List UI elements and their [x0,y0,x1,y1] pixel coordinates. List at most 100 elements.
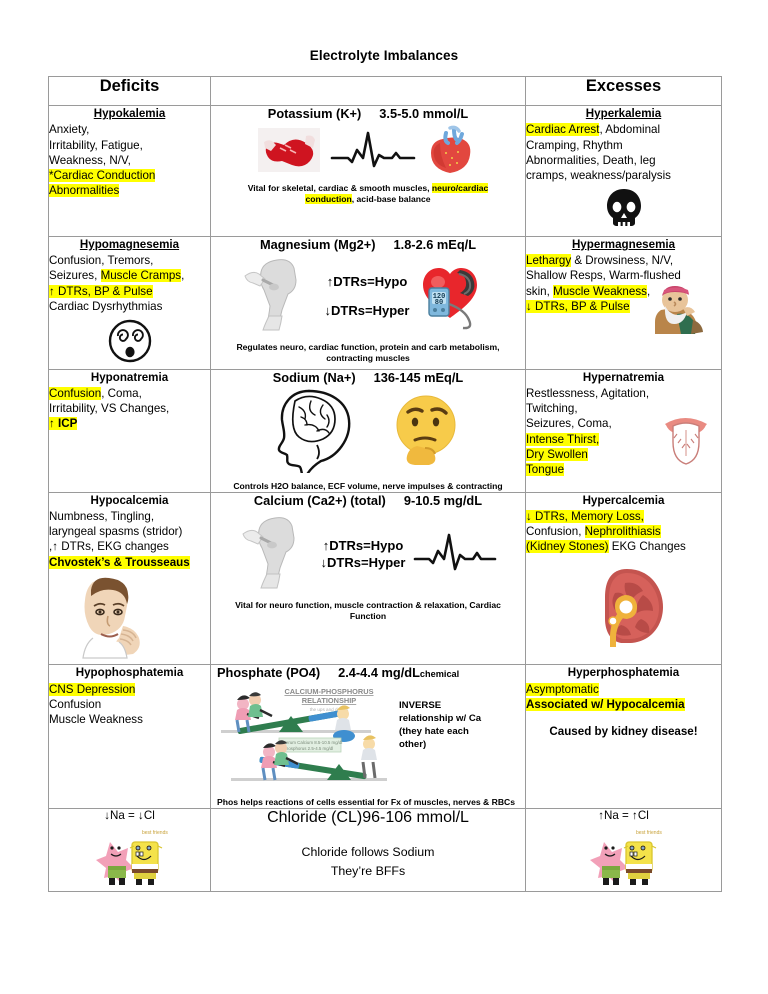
symptom-line: Seizures, Coma, [526,417,612,431]
symptom-line: cramps, weakness/paralysis [526,169,671,183]
symptom-line: Twitching, [526,402,578,416]
condition-name-hyponatremia: Hyponatremia [90,370,169,384]
element-title-magnesium: Magnesium (Mg2+) 1.8-2.6 mEq/L [211,237,525,252]
symptom-list-hypophosphatemia: CNS Depression Confusion Muscle Weakness [49,682,210,728]
symptom-highlighted: Lethargy [526,254,572,268]
sleepy-dwarf-wrap [526,280,721,340]
spongebob-patrick-wrap-left: best friends [49,826,210,891]
condition-name-hypercalcemia: Hypercalcemia [582,493,665,507]
symptom-line: EKG Changes [608,540,686,554]
sodium-footnote: Controls H2O balance, ECF volume, nerve … [233,480,503,491]
symptom-highlighted: Dry Swollen [526,448,588,462]
symptom-list-hypomagnesemia: Confusion, Tremors, Seizures, Muscle Cra… [49,253,210,314]
symptom-line: Irritability, VS Changes, [49,402,170,416]
element-range: 1.8-2.6 mEq/L [393,236,477,252]
element-name: Phosphate (PO4) [217,665,321,681]
svg-text:RELATIONSHIP: RELATIONSHIP [302,696,357,705]
symptom-highlighted: ↑ ICP [49,417,78,431]
element-name: Magnesium (Mg2+) [259,236,376,252]
brain-head-icon [271,387,367,481]
heart-anatomy-icon [426,125,478,180]
svg-text:the ups and downs: the ups and downs [310,707,349,712]
dizzy-face-wrap [49,318,210,368]
symptom-list-hypercalcemia: ↓ DTRs, Memory Loss, Confusion, Nephroli… [526,509,721,555]
kidney-icon-wrap [526,563,721,657]
potassium-artwork [211,125,525,180]
symptom-list-hyperphosphatemia: Asymptomatic Associated w/ Hypocalcemia [526,682,721,713]
hyperphosphatemia-cause: Caused by kidney disease! [549,725,698,739]
symptom-line: ,↑ DTRs, EKG changes [49,540,169,554]
cell-hypocalcemia: Hypocalcemia Numbness, Tingling, larynge… [48,491,211,666]
calcium-artwork: ↑DTRs=Hypo ↓DTRs=Hyper [211,512,525,597]
symptom-list-hypocalcemia: Numbness, Tingling, laryngeal spasms (st… [49,509,210,570]
dtr-up-label: ↑DTRs=Hypo [322,538,404,554]
condition-name-hyperphosphatemia: Hyperphosphatemia [567,666,680,680]
symptom-line: Seizures, [49,269,101,283]
cell-hyperphosphatemia: Hyperphosphatemia Asymptomatic Associate… [525,664,722,810]
symptom-line: Muscle Weakness [49,713,143,727]
cell-chloride-deficit: ↓Na = ↓Cl best friends [48,808,211,893]
svg-text:CALCIUM-PHOSPHORUS: CALCIUM-PHOSPHORUS [284,687,373,696]
dizzy-face-icon [107,318,153,368]
symptom-highlighted: Asymptomatic [526,682,599,696]
condition-name-hypokalemia: Hypokalemia [93,107,166,120]
symptom-list-hyperkalemia: Cardiac Arrest, Abdominal Cramping, Rhyt… [526,122,721,183]
symptom-line: Shallow Resps, Warm-flushed [526,269,681,283]
symptom-list-hypermagnesemia: Lethargy & Drowsiness, N/V, Shallow Resp… [526,253,721,314]
cell-calcium-center: Calcium (Ca2+) (total)9-10.5 mg/dL [210,491,526,666]
condition-name-hypophosphatemia: Hypophosphatemia [75,666,184,680]
element-range: 9-10.5 mg/dL [403,492,483,508]
header-cell-middle [210,76,526,106]
table-row-chloride: ↓Na = ↓Cl best friends [48,808,722,893]
symptom-line: , [646,284,651,298]
chloride-excess-formula: ↑Na = ↑Cl [598,809,649,823]
thinking-face-emoji-icon [389,392,465,473]
cell-hypercalcemia: Hypercalcemia ↓ DTRs, Memory Loss, Confu… [525,491,722,666]
header-label-deficits: Deficits [99,77,160,95]
magnesium-dtr-labels: ↑DTRs=Hypo ↓DTRs=Hyper [325,274,410,318]
electrolyte-table: Deficits Excesses Hypokalemia Anxiety, I… [48,76,722,893]
chvostek-face-icon [71,576,149,664]
calcium-dtr-labels: ↑DTRs=Hypo ↓DTRs=Hyper [321,538,406,570]
skull-icon-wrap [526,187,721,235]
condition-name-hypocalcemia: Hypocalcemia [90,493,169,507]
cell-hyperkalemia: Hyperkalemia Cardiac Arrest, Abdominal C… [525,105,722,237]
chvostek-face-wrap [49,576,210,664]
element-range: 3.5-5.0 mmol/L [379,106,469,121]
element-title-sodium: Sodium (Na+)136-145 mEq/L [211,370,525,385]
calcium-footnote: Vital for neuro function, muscle contrac… [235,599,501,621]
element-title-calcium: Calcium (Ca2+) (total)9-10.5 mg/dL [211,493,525,508]
symptom-line: Restlessness, Agitation, [526,386,650,400]
svg-text:120: 120 [433,293,446,301]
condition-name-hyperkalemia: Hyperkalemia [585,107,662,120]
header-cell-excesses: Excesses [525,76,722,106]
element-name: Potassium (K+) [267,106,362,121]
symptom-highlighted: Muscle Weakness [553,284,647,298]
symptom-highlighted: Muscle Cramps [100,269,182,283]
cell-sodium-center: Sodium (Na+)136-145 mEq/L [210,368,526,493]
element-range-suffix: chemical [419,669,460,680]
cell-hypophosphatemia: Hypophosphatemia CNS Depression Confusio… [48,664,211,810]
swollen-tongue-icon [657,408,715,474]
symptom-line: Confusion, Tremors, [49,254,154,268]
symptom-line: Irritability, Fatigue, [49,138,143,152]
magnesium-footnote: Regulates neuro, cardiac function, prote… [236,341,500,363]
table-row-sodium: Hyponatremia Confusion, Coma, Irritabili… [48,368,722,493]
element-name: Chloride (CL) [267,809,363,827]
symptom-highlighted: Confusion [49,386,102,400]
page-title: Electrolyte Imbalances [309,48,459,63]
cell-magnesium-center: Magnesium (Mg2+) 1.8-2.6 mEq/L [210,235,526,370]
condition-name-hypermagnesemia: Hypermagnesemia [571,237,676,251]
chloride-deficit-formula: ↓Na = ↓Cl [104,809,155,823]
symptom-list-hypokalemia: Anxiety, Irritability, Fatigue, Weakness… [49,122,210,198]
knee-reflex-hammer-icon [239,512,313,597]
cell-hypokalemia: Hypokalemia Anxiety, Irritability, Fatig… [48,105,211,237]
dtr-down-label: ↓DTRs=Hyper [324,303,410,319]
symptom-highlighted: ↓ DTRs, BP & Pulse [526,299,630,313]
magnesium-artwork: ↑DTRs=Hypo ↓DTRs=Hyper 120 [211,254,525,339]
svg-text:80: 80 [435,299,443,307]
svg-text:Phosphorus 2.5-4.5 mg: Phosphorus 2.5-4.5 mg/dl [283,746,333,751]
condition-name-hypomagnesemia: Hypomagnesemia [79,237,180,251]
svg-text:Serum Calcium 8.5-10.5: Serum Calcium 8.5-10.5 mg/dl [283,740,342,745]
